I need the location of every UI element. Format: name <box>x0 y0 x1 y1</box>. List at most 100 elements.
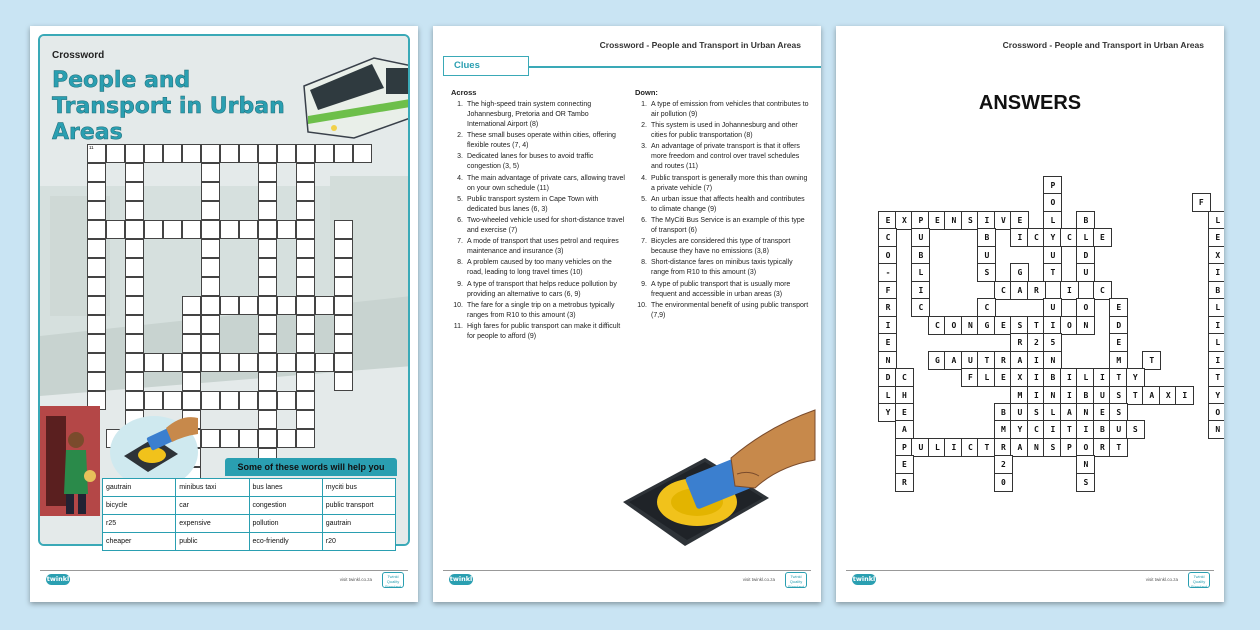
crossword-cell[interactable] <box>239 144 258 163</box>
crossword-cell[interactable] <box>296 429 315 448</box>
crossword-cell[interactable] <box>182 353 201 372</box>
crossword-cell[interactable] <box>296 353 315 372</box>
crossword-cell[interactable] <box>334 372 353 391</box>
crossword-cell[interactable] <box>258 277 277 296</box>
crossword-cell[interactable] <box>125 220 144 239</box>
crossword-cell[interactable] <box>239 429 258 448</box>
crossword-cell[interactable] <box>258 296 277 315</box>
footer-url[interactable]: visit twinkl.co.za <box>339 577 372 582</box>
crossword-cell[interactable] <box>239 391 258 410</box>
crossword-cell[interactable] <box>334 144 353 163</box>
crossword-cell[interactable] <box>258 220 277 239</box>
crossword-cell[interactable] <box>258 429 277 448</box>
crossword-cell[interactable] <box>296 144 315 163</box>
crossword-cell[interactable] <box>201 201 220 220</box>
crossword-cell[interactable] <box>201 429 220 448</box>
crossword-cell[interactable] <box>144 353 163 372</box>
crossword-cell[interactable] <box>258 163 277 182</box>
crossword-cell[interactable] <box>258 372 277 391</box>
crossword-cell[interactable] <box>220 391 239 410</box>
crossword-cell[interactable] <box>163 353 182 372</box>
crossword-cell[interactable] <box>125 182 144 201</box>
crossword-cell[interactable] <box>296 296 315 315</box>
crossword-cell[interactable] <box>201 144 220 163</box>
crossword-cell[interactable] <box>201 258 220 277</box>
crossword-cell[interactable] <box>87 334 106 353</box>
crossword-cell[interactable] <box>182 334 201 353</box>
crossword-cell[interactable] <box>239 296 258 315</box>
crossword-cell[interactable] <box>220 296 239 315</box>
crossword-cell[interactable] <box>144 144 163 163</box>
crossword-cell[interactable] <box>87 258 106 277</box>
crossword-cell[interactable] <box>125 391 144 410</box>
crossword-cell[interactable] <box>87 315 106 334</box>
crossword-cell[interactable] <box>182 296 201 315</box>
crossword-cell[interactable] <box>125 258 144 277</box>
crossword-cell[interactable] <box>258 239 277 258</box>
crossword-cell[interactable] <box>201 315 220 334</box>
crossword-cell[interactable] <box>334 315 353 334</box>
crossword-cell[interactable] <box>258 144 277 163</box>
crossword-cell[interactable] <box>258 201 277 220</box>
crossword-cell[interactable] <box>277 353 296 372</box>
crossword-cell[interactable] <box>182 144 201 163</box>
crossword-cell[interactable] <box>334 277 353 296</box>
crossword-cell[interactable] <box>277 391 296 410</box>
crossword-cell[interactable] <box>334 334 353 353</box>
crossword-cell[interactable] <box>125 334 144 353</box>
crossword-cell[interactable] <box>334 239 353 258</box>
crossword-cell[interactable] <box>296 315 315 334</box>
crossword-cell[interactable] <box>220 353 239 372</box>
crossword-cell[interactable] <box>201 353 220 372</box>
crossword-cell[interactable] <box>163 220 182 239</box>
crossword-cell[interactable] <box>201 277 220 296</box>
crossword-cell[interactable] <box>87 201 106 220</box>
crossword-cell[interactable] <box>315 144 334 163</box>
crossword-cell[interactable] <box>201 334 220 353</box>
crossword-cell[interactable] <box>201 220 220 239</box>
crossword-cell[interactable]: 11 <box>87 144 106 163</box>
crossword-cell[interactable] <box>182 315 201 334</box>
crossword-cell[interactable] <box>277 429 296 448</box>
crossword-cell[interactable] <box>106 144 125 163</box>
crossword-cell[interactable] <box>296 182 315 201</box>
crossword-cell[interactable] <box>296 163 315 182</box>
crossword-cell[interactable] <box>258 391 277 410</box>
crossword-cell[interactable] <box>201 163 220 182</box>
footer-url[interactable]: visit twinkl.co.za <box>1145 577 1178 582</box>
crossword-cell[interactable] <box>220 220 239 239</box>
crossword-cell[interactable] <box>258 410 277 429</box>
crossword-cell[interactable] <box>87 296 106 315</box>
crossword-cell[interactable] <box>258 258 277 277</box>
crossword-cell[interactable] <box>315 353 334 372</box>
crossword-cell[interactable] <box>125 163 144 182</box>
crossword-cell[interactable] <box>258 315 277 334</box>
crossword-cell[interactable] <box>87 239 106 258</box>
crossword-cell[interactable] <box>125 296 144 315</box>
crossword-cell[interactable] <box>353 144 372 163</box>
crossword-cell[interactable] <box>106 220 125 239</box>
crossword-cell[interactable] <box>182 220 201 239</box>
crossword-cell[interactable] <box>201 296 220 315</box>
crossword-cell[interactable] <box>87 163 106 182</box>
twinkl-logo[interactable]: twinkl <box>46 574 70 585</box>
crossword-cell[interactable] <box>163 391 182 410</box>
crossword-cell[interactable] <box>334 220 353 239</box>
crossword-cell[interactable] <box>277 296 296 315</box>
crossword-cell[interactable] <box>182 391 201 410</box>
crossword-cell[interactable] <box>125 144 144 163</box>
crossword-cell[interactable] <box>125 201 144 220</box>
crossword-cell[interactable] <box>296 410 315 429</box>
crossword-cell[interactable] <box>220 144 239 163</box>
crossword-cell[interactable] <box>201 182 220 201</box>
crossword-cell[interactable] <box>239 220 258 239</box>
crossword-cell[interactable] <box>125 315 144 334</box>
crossword-cell[interactable] <box>296 201 315 220</box>
crossword-cell[interactable] <box>334 258 353 277</box>
crossword-cell[interactable] <box>125 239 144 258</box>
crossword-cell[interactable] <box>125 353 144 372</box>
crossword-cell[interactable] <box>87 182 106 201</box>
crossword-cell[interactable] <box>277 220 296 239</box>
crossword-cell[interactable] <box>258 334 277 353</box>
crossword-cell[interactable] <box>315 296 334 315</box>
